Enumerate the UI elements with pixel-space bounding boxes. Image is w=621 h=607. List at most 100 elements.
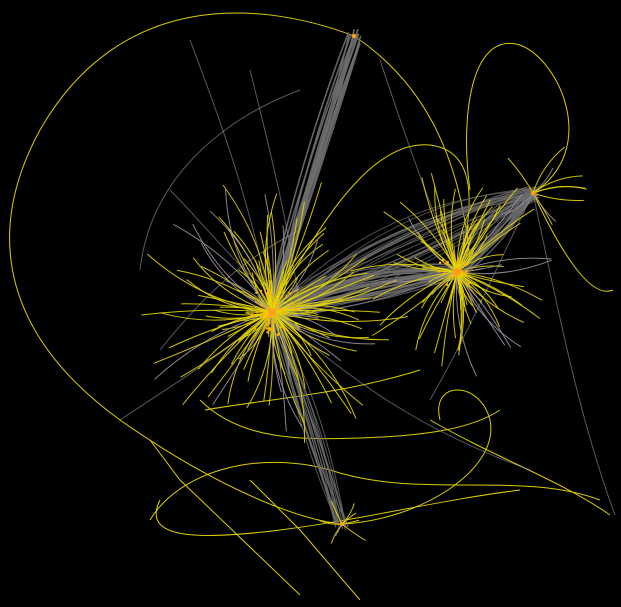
- yellow-spoke-edges: [141, 146, 587, 544]
- loop-edge: [466, 42, 570, 194]
- spoke-edge: [371, 271, 458, 337]
- spoke-edge: [456, 271, 512, 348]
- gray-edge: [271, 310, 347, 528]
- graph-node: [280, 295, 283, 299]
- gray-edge: [265, 310, 344, 526]
- loop-edge: [204, 369, 421, 411]
- graph-node: [268, 292, 271, 295]
- graph-node: [250, 313, 254, 316]
- graph-node: [282, 311, 286, 315]
- graph-node: [266, 323, 270, 326]
- graph-node: [266, 307, 269, 310]
- gray-edges: [119, 28, 616, 531]
- spoke-edge: [399, 201, 458, 273]
- spoke-edge: [271, 311, 287, 432]
- spoke-edge: [211, 311, 273, 374]
- graph-node: [265, 316, 268, 320]
- spoke-edge: [532, 146, 565, 194]
- graph-node: [288, 292, 292, 295]
- spoke-edge: [212, 311, 273, 406]
- spoke-edge: [417, 232, 458, 273]
- spoke-edge: [258, 260, 273, 313]
- hub-top-node: [351, 33, 357, 39]
- spoke-edge: [271, 253, 357, 313]
- spoke-edge: [198, 294, 273, 313]
- spoke-edge: [247, 311, 273, 382]
- graph-node: [293, 307, 296, 310]
- graph-node: [265, 327, 269, 330]
- graph-node: [463, 263, 467, 266]
- graph-node: [279, 325, 283, 328]
- spoke-edge: [455, 271, 477, 377]
- spoke-edge: [271, 311, 363, 330]
- graph-node: [266, 293, 269, 297]
- graph-node: [445, 261, 448, 265]
- spoke-edge: [456, 187, 484, 273]
- graph-node: [253, 314, 256, 317]
- graph-node: [253, 327, 257, 330]
- spoke-edge: [341, 523, 366, 541]
- loop-edge: [249, 479, 361, 601]
- graph-node: [273, 315, 277, 319]
- graph-node: [269, 289, 272, 293]
- graph-node: [451, 254, 454, 257]
- spoke-edge: [532, 175, 583, 194]
- graph-node: [271, 301, 275, 305]
- graph-node: [259, 289, 263, 293]
- spoke-edge: [430, 173, 458, 273]
- loop-edge: [149, 439, 301, 596]
- spoke-edge: [271, 281, 332, 313]
- spoke-edge: [264, 193, 278, 313]
- graph-node: [458, 266, 462, 269]
- spoke-edge: [500, 192, 534, 216]
- gray-edge: [265, 310, 337, 522]
- gray-edge: [264, 32, 350, 317]
- spoke-edge: [271, 311, 300, 382]
- graph-node: [268, 327, 271, 330]
- graph-node: [465, 269, 468, 273]
- gray-edge: [270, 305, 340, 527]
- spoke-edge: [532, 192, 553, 226]
- gray-edge: [275, 194, 537, 319]
- hub-far-right-node: [530, 190, 536, 196]
- spoke-edge: [456, 271, 523, 306]
- spoke-edge: [439, 210, 458, 273]
- spoke-edge: [456, 271, 463, 351]
- graph-node: [260, 303, 263, 307]
- graph-node: [266, 287, 269, 290]
- faint-edge: [249, 69, 301, 311]
- gray-edge: [276, 190, 537, 307]
- graph-nodes: [250, 33, 536, 527]
- graph-node: [278, 288, 282, 292]
- graph-node: [294, 308, 298, 312]
- gray-edge: [265, 193, 530, 314]
- gray-edge: [271, 190, 529, 314]
- spoke-edge: [225, 189, 273, 313]
- spoke-edge: [271, 201, 305, 313]
- spoke-edge: [456, 218, 478, 273]
- graph-node: [438, 261, 442, 265]
- graph-node: [450, 275, 454, 278]
- graph-node: [467, 281, 470, 285]
- spoke-edge: [415, 271, 458, 351]
- spoke-edge: [421, 271, 458, 309]
- graph-node: [270, 296, 274, 300]
- spoke-edge: [154, 311, 273, 380]
- loop-edge: [271, 144, 470, 313]
- graph-node: [459, 280, 462, 284]
- loop-edge: [155, 489, 521, 537]
- gray-edge: [276, 189, 533, 310]
- spoke-edge: [456, 257, 552, 273]
- spoke-edge: [456, 271, 512, 298]
- spoke-edge: [182, 311, 273, 406]
- spoke-edge: [271, 311, 352, 414]
- spoke-edge: [271, 311, 306, 443]
- spoke-edge: [153, 311, 273, 364]
- spoke-edge: [271, 311, 303, 428]
- graph-node: [268, 305, 271, 308]
- graph-node: [276, 307, 280, 311]
- graph-node: [463, 271, 466, 275]
- spoke-edge: [456, 271, 462, 356]
- graph-node: [292, 302, 295, 306]
